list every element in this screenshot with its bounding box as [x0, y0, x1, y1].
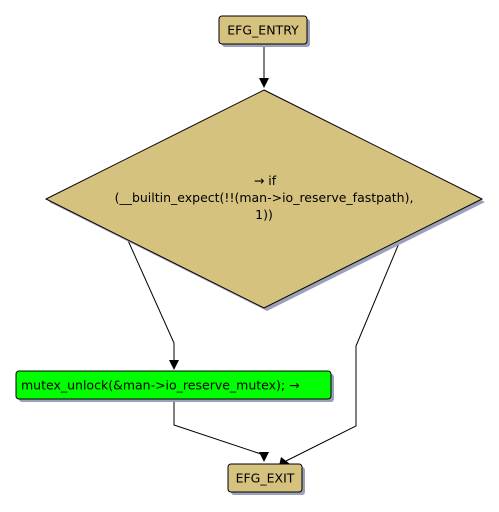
node-unlock[interactable]: mutex_unlock(&man->io_reserve_mutex); → [15, 370, 334, 402]
node-condition-diamond [44, 89, 484, 309]
node-exit[interactable]: EFG_EXIT [227, 463, 305, 495]
node-unlock-box [15, 370, 332, 400]
node-unlock-label: mutex_unlock(&man->io_reserve_mutex); → [21, 378, 300, 393]
edge-condition-to-exit [285, 235, 403, 462]
node-condition-line-3: 1)) [255, 207, 273, 222]
arrowhead-condition-to-unlock [169, 360, 179, 370]
edges [125, 45, 403, 466]
node-entry[interactable]: EFG_ENTRY [218, 15, 310, 47]
node-entry-label: EFG_ENTRY [227, 23, 299, 38]
node-condition[interactable]: → if (__builtin_expect(!!(man->io_reserv… [44, 89, 485, 311]
node-entry-box [218, 15, 308, 45]
edge-unlock-to-exit [173, 400, 265, 459]
node-exit-box [227, 463, 303, 493]
node-condition-line-2: (__builtin_expect(!!(man->io_reserve_fas… [115, 190, 414, 205]
node-condition-line-1: → if [254, 173, 277, 188]
arrowhead-entry-to-condition [259, 78, 269, 88]
edge-condition-to-unlock [125, 235, 175, 366]
node-exit-label: EFG_EXIT [236, 471, 295, 486]
arrowhead-unlock-to-exit [259, 452, 269, 462]
